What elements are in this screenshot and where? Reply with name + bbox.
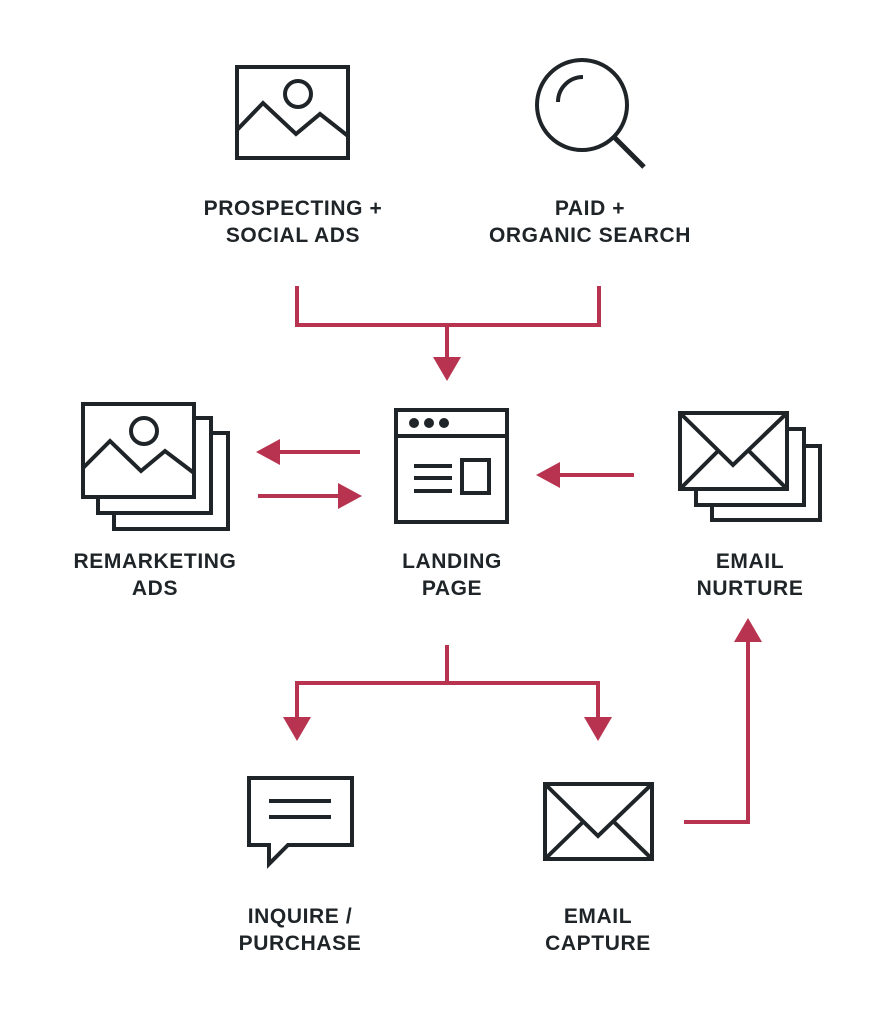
label-line: INQUIRE /: [247, 905, 353, 928]
chat-bubble-icon: [247, 776, 354, 869]
label-line: CAPTURE: [545, 932, 651, 955]
arrow-search-to-landing: [447, 286, 601, 327]
envelope-icon: [543, 782, 654, 861]
label-line: EMAIL: [715, 550, 785, 573]
label-line: ORGANIC SEARCH: [488, 224, 692, 247]
label-prospecting: PROSPECTING + SOCIAL ADS: [193, 195, 393, 249]
label-line: PURCHASE: [238, 932, 362, 955]
arrowhead-right: [338, 483, 362, 509]
label-line: PROSPECTING +: [203, 197, 383, 220]
envelope-stack-icon: [678, 411, 822, 522]
label-nurture: EMAIL NURTURE: [665, 548, 835, 602]
arrowhead-left: [536, 462, 560, 488]
image-stack-icon: [81, 402, 230, 531]
arrow-landing-to-inquire: [295, 645, 449, 718]
magnifier-icon: [535, 58, 646, 169]
label-line: SOCIAL ADS: [225, 224, 361, 247]
arrowhead-left: [256, 439, 280, 465]
label-capture: EMAIL CAPTURE: [513, 903, 683, 957]
arrow-capture-to-nurture: [684, 641, 750, 824]
arrowhead-down: [433, 357, 461, 381]
label-search: PAID + ORGANIC SEARCH: [480, 195, 700, 249]
label-line: PAGE: [421, 577, 483, 600]
label-line: LANDING: [402, 550, 502, 573]
label-line: REMARKETING: [73, 550, 237, 573]
label-inquire: INQUIRE / PURCHASE: [215, 903, 385, 957]
arrowhead-down: [283, 717, 311, 741]
label-remarketing: REMARKETING ADS: [55, 548, 255, 602]
label-line: EMAIL: [563, 905, 633, 928]
label-line: NURTURE: [696, 577, 804, 600]
image-icon: [235, 65, 350, 160]
label-line: ADS: [131, 577, 179, 600]
label-landing: LANDING PAGE: [367, 548, 537, 602]
arrow-prospecting-to-landing: [295, 286, 447, 327]
arrowhead-up: [734, 618, 762, 642]
arrowhead-down: [584, 717, 612, 741]
arrow-landing-to-capture: [447, 681, 600, 718]
browser-window-icon: [394, 408, 509, 524]
label-line: PAID +: [554, 197, 626, 220]
